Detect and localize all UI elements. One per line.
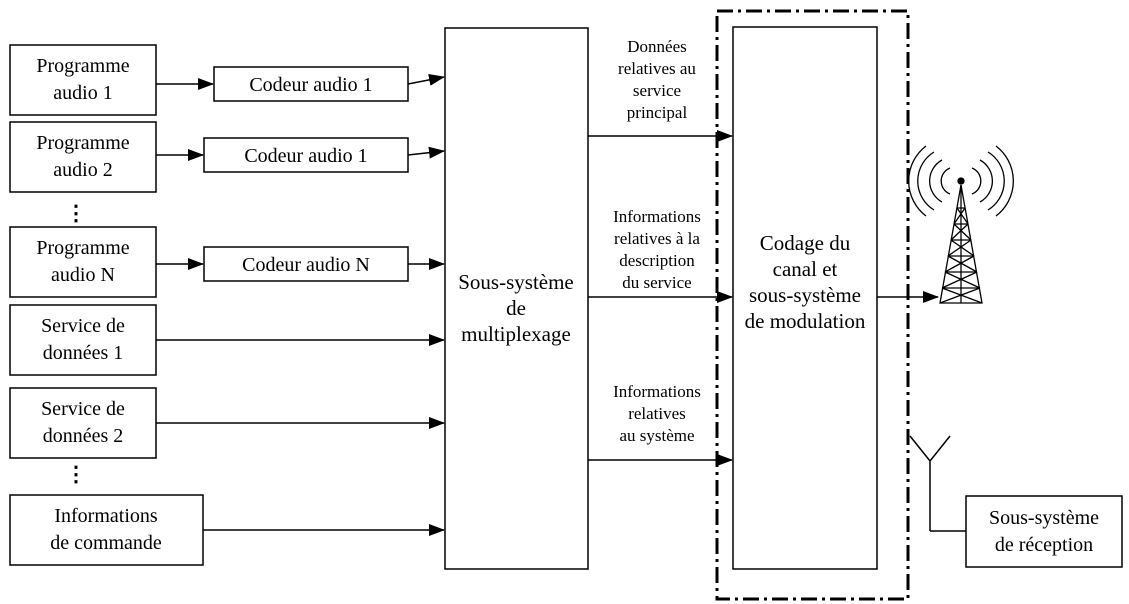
encoder-label: Codeur audio 1: [249, 74, 372, 96]
source-label-line: Service de: [41, 398, 125, 420]
reception-label-line: de réception: [995, 534, 1093, 556]
multiplexing-subsystem: Sous-système de multiplexage: [444, 27, 589, 570]
source-programme-audio-1: Programme audio 1: [9, 44, 157, 116]
signal-label-main-service: Données relatives au service principal: [618, 37, 696, 122]
signal-label-line: relatives au: [618, 59, 696, 78]
signal-label-system-info: Informations relatives au système: [613, 382, 701, 445]
signal-label-line: Informations: [613, 382, 701, 401]
encoder-audio-1: Codeur audio 1: [213, 66, 409, 102]
source-label-line: données 1: [43, 342, 124, 364]
source-label-line: Informations: [54, 505, 158, 527]
signal-label-line: service: [633, 81, 681, 100]
source-label-line: Programme: [36, 132, 129, 154]
source-label-line: audio N: [51, 264, 115, 286]
signal-label-line: Informations: [613, 207, 701, 226]
source-label-line: audio 1: [53, 82, 112, 104]
arrow-encoder1-to-mux: [407, 73, 445, 86]
channel-coding-modulation: Codage du canal et sous-système de modul…: [732, 26, 878, 570]
source-label-line: de commande: [50, 532, 162, 554]
source-informations-commande: Informations de commande: [9, 494, 204, 566]
transmitter-tower-icon: [908, 145, 1014, 304]
signal-label-line: principal: [627, 103, 688, 122]
source-label-line: données 2: [43, 425, 124, 447]
channel-label-line: canal et: [773, 257, 838, 281]
channel-label-line: Codage du: [760, 231, 851, 255]
source-label-line: Programme: [36, 237, 129, 259]
channel-label-line: de modulation: [745, 309, 866, 333]
signal-label-line: au système: [619, 426, 694, 445]
mux-label-line: de: [506, 296, 526, 320]
mux-label-line: multiplexage: [461, 322, 571, 346]
signal-label-line: relatives: [628, 404, 686, 423]
source-label-line: Programme: [36, 55, 129, 77]
source-programme-audio-2: Programme audio 2: [9, 121, 157, 193]
encoder-label: Codeur audio 1: [244, 145, 367, 167]
signal-label-line: du service: [622, 273, 691, 292]
reception-label-line: Sous-système: [989, 507, 1099, 529]
arrow-encoder2-to-mux: [407, 146, 445, 159]
source-service-donnees-1: Service de données 1: [9, 304, 157, 376]
vertical-ellipsis: ⋮: [66, 462, 87, 486]
channel-label-line: sous-système: [749, 283, 861, 307]
signal-label-line: Données: [627, 37, 686, 56]
transmitter-boundary: [715, 9, 910, 601]
signal-label-line: relatives à la: [614, 229, 700, 248]
mux-label-line: Sous-système: [458, 270, 574, 294]
encoder-label: Codeur audio N: [242, 254, 370, 276]
encoder-audio-n: Codeur audio N: [203, 246, 409, 282]
receiving-antenna-icon: [909, 435, 966, 532]
signal-label-line: description: [619, 251, 695, 270]
source-label-line: Service de: [41, 315, 125, 337]
reception-subsystem: Sous-système de réception: [965, 495, 1123, 568]
signal-label-service-description: Informations relatives à la description …: [613, 207, 701, 292]
vertical-ellipsis: ⋮: [66, 201, 87, 225]
source-label-line: audio 2: [53, 159, 112, 181]
source-programme-audio-n: Programme audio N: [9, 226, 157, 298]
source-service-donnees-2: Service de données 2: [9, 387, 157, 459]
encoder-audio-2: Codeur audio 1: [203, 137, 409, 173]
